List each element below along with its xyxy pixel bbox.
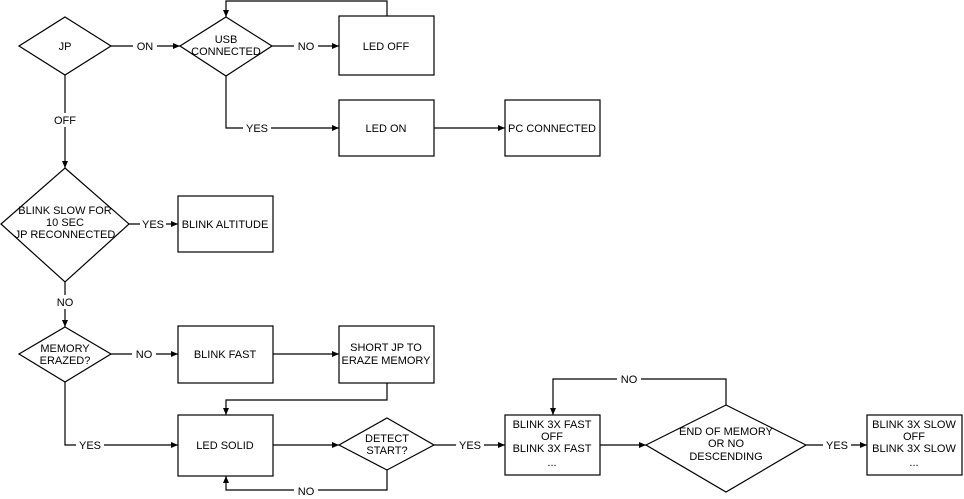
label-jp-on: ON <box>137 41 154 53</box>
label-end-yes: YES <box>826 440 848 452</box>
box-short-jp-line-2: ERAZE MEMORY <box>341 355 431 367</box>
decision-usb-line-1: USB <box>215 34 238 46</box>
box-blink-3x-slow-line-3: BLINK 3X SLOW <box>872 443 956 455</box>
label-detect-no: NO <box>298 486 315 498</box>
box-blink-3x-slow: BLINK 3X SLOW OFF BLINK 3X SLOW ... <box>866 414 963 476</box>
label-usb-no: NO <box>298 41 315 53</box>
box-blink-3x-fast-line-4: ... <box>547 457 556 469</box>
box-pc-connected: PC CONNECTED <box>504 99 601 157</box>
edge-short-jp-to-led-solid <box>223 383 388 415</box>
decision-jp-label: JP <box>59 41 72 53</box>
label-blink-slow-no: NO <box>57 297 74 309</box>
decision-usb-line-2: CONNECTED <box>191 46 261 58</box>
edge-labels: ON OFF NO YES YES NO NO YES YES NO NO YE… <box>51 39 851 498</box>
box-blink-3x-slow-line-4: ... <box>909 457 918 469</box>
edge-usb-to-led-on <box>225 76 339 131</box>
label-memory-yes: YES <box>79 440 101 452</box>
edge-memory-to-led-solid <box>64 382 178 448</box>
decision-end-line-3: DESCENDING <box>689 451 762 463</box>
decision-blink-slow-line-3: JP RECONNECTED <box>15 229 116 241</box>
decision-memory-line-1: MEMORY <box>40 343 90 355</box>
decision-blink-slow-line-2: 10 SEC <box>46 217 84 229</box>
decision-blink-slow-line-1: BLINK SLOW FOR <box>18 205 112 217</box>
decision-usb-connected: USB CONNECTED <box>178 16 274 77</box>
box-blink-fast-label: BLINK FAST <box>194 349 257 361</box>
box-led-off-label: LED OFF <box>363 41 410 53</box>
label-memory-no: NO <box>136 349 153 361</box>
box-blink-3x-slow-line-1: BLINK 3X SLOW <box>872 419 956 431</box>
decision-detect-start: DETECT START? <box>337 417 436 471</box>
label-detect-yes: YES <box>459 440 481 452</box>
label-end-no: NO <box>621 374 638 386</box>
box-blink-altitude: BLINK ALTITUDE <box>177 195 274 253</box>
box-blink-3x-fast-line-2: OFF <box>541 431 563 443</box>
box-pc-connected-label: PC CONNECTED <box>508 123 596 135</box>
box-blink-fast: BLINK FAST <box>177 325 274 384</box>
decision-end-of-memory: END OF MEMORY OR NO DESCENDING <box>644 404 808 493</box>
decision-end-line-2: OR NO <box>708 438 745 450</box>
box-led-on-label: LED ON <box>366 123 407 135</box>
box-led-on: LED ON <box>338 99 435 157</box>
box-led-off: LED OFF <box>338 15 435 76</box>
box-blink-3x-slow-line-2: OFF <box>903 431 925 443</box>
box-short-jp: SHORT JP TO ERAZE MEMORY <box>338 325 435 384</box>
box-led-solid-label: LED SOLID <box>196 440 254 452</box>
label-blink-slow-yes: YES <box>142 219 164 231</box>
label-usb-yes: YES <box>246 123 268 135</box>
decision-memory-erazed: MEMORY ERAZED? <box>17 326 113 383</box>
decision-end-line-1: END OF MEMORY <box>679 426 774 438</box>
box-led-solid: LED SOLID <box>177 414 274 477</box>
decision-jp: JP <box>17 16 113 76</box>
box-blink-3x-fast-line-3: BLINK 3X FAST <box>513 443 592 455</box>
decision-detect-line-1: DETECT <box>365 433 409 445</box>
box-short-jp-line-1: SHORT JP TO <box>350 342 422 354</box>
box-blink-3x-fast: BLINK 3X FAST OFF BLINK 3X FAST ... <box>504 414 601 476</box>
decision-memory-line-2: ERAZED? <box>40 355 91 367</box>
decision-detect-line-2: START? <box>366 445 407 457</box>
label-jp-off: OFF <box>54 115 76 127</box>
decision-blink-slow: BLINK SLOW FOR 10 SEC JP RECONNECTED <box>0 167 130 283</box>
box-blink-altitude-label: BLINK ALTITUDE <box>182 219 269 231</box>
box-blink-3x-fast-line-1: BLINK 3X FAST <box>513 419 592 431</box>
edge-led-off-loop <box>223 0 388 17</box>
